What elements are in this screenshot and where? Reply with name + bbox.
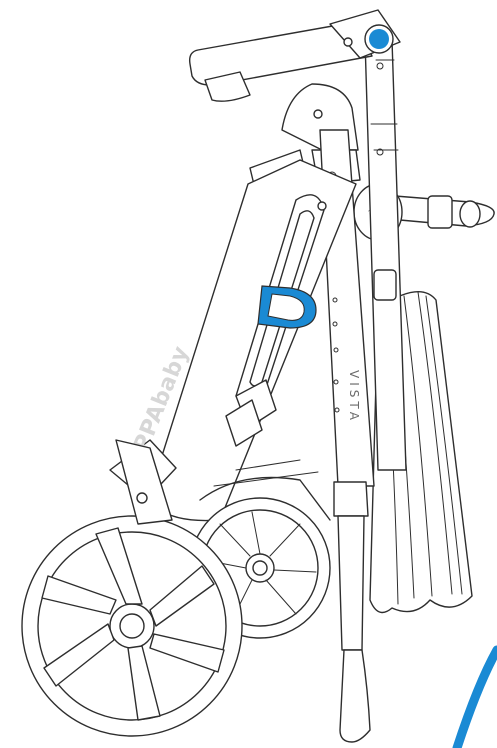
- model-label: VISTA: [347, 370, 361, 424]
- front-fork: [115, 439, 173, 525]
- rear-leg: [333, 481, 371, 743]
- fold-release-clip: [257, 285, 317, 329]
- handlebar: [188, 9, 401, 102]
- corner-accent-arc: [452, 645, 497, 748]
- rear-frame-tube: [364, 39, 407, 471]
- basket-frame: [199, 459, 331, 521]
- handlebar-release-button-fill: [369, 29, 389, 49]
- front-wheel: [21, 515, 243, 737]
